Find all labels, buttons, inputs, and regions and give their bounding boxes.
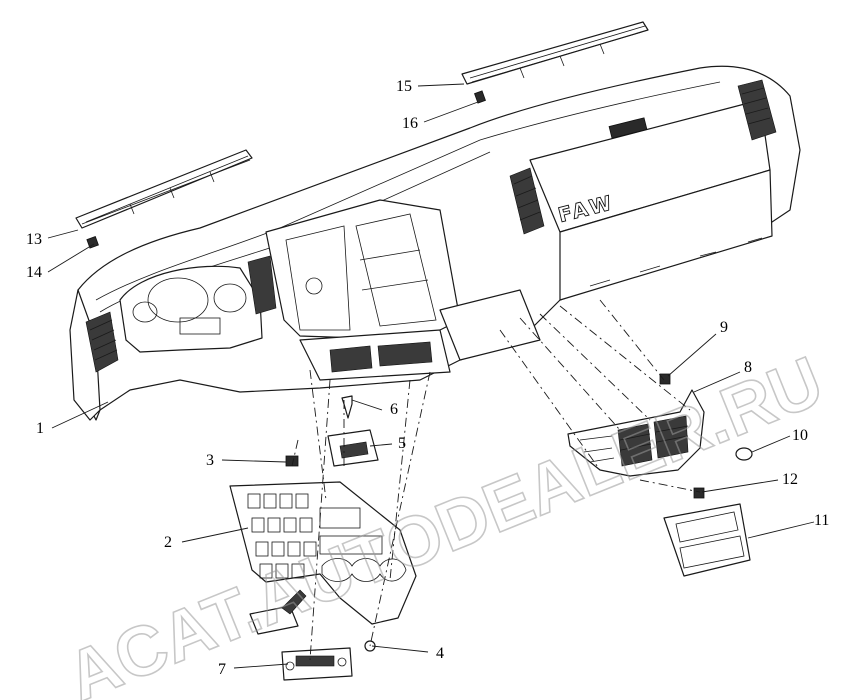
left-defroster-strip xyxy=(75,149,253,249)
center-vent-bezel xyxy=(567,389,705,477)
callout-5: 5 xyxy=(398,435,406,452)
leader-lines xyxy=(47,83,815,669)
callout-2: 2 xyxy=(164,534,172,551)
radio-unit xyxy=(281,647,353,681)
callout-11: 11 xyxy=(814,512,829,529)
callout-3: 3 xyxy=(206,452,214,469)
callout-10: 10 xyxy=(792,427,808,444)
callout-12: 12 xyxy=(782,471,798,488)
callout-15: 15 xyxy=(396,78,412,95)
callouts: 1 2 3 4 5 6 7 8 9 10 11 12 13 14 15 16 xyxy=(26,78,829,678)
callout-7: 7 xyxy=(218,661,226,678)
callout-8: 8 xyxy=(744,359,752,376)
assembly-lines xyxy=(291,299,701,661)
tray-part xyxy=(663,503,751,577)
bracket-part xyxy=(327,429,379,467)
callout-9: 9 xyxy=(720,319,728,336)
right-defroster-strip xyxy=(461,21,649,104)
clip-9 xyxy=(659,373,671,385)
bolt-part xyxy=(341,395,353,419)
callout-13: 13 xyxy=(26,231,42,248)
round-cap xyxy=(735,447,753,461)
dashboard-main-body: FAW xyxy=(69,65,801,421)
callout-14: 14 xyxy=(26,264,42,281)
callout-4: 4 xyxy=(436,645,444,662)
clip-12 xyxy=(693,487,705,499)
callout-6: 6 xyxy=(390,401,398,418)
callout-1: 1 xyxy=(36,420,44,437)
duct-piece xyxy=(249,589,307,635)
switch-panel xyxy=(229,481,417,625)
callout-16: 16 xyxy=(402,115,418,132)
